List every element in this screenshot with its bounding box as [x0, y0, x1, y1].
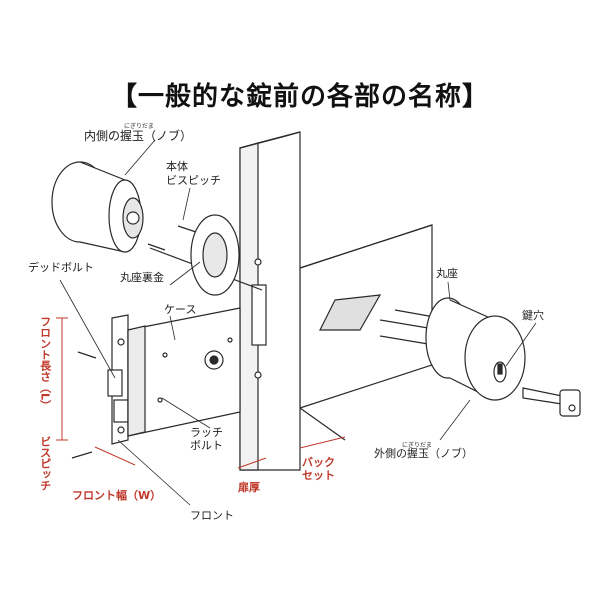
- latch-bolt-label: ラッチ ボルト: [190, 426, 223, 453]
- keyhole-label: 鍵穴: [522, 309, 544, 322]
- door-edge: [239, 131, 301, 471]
- backset-label: バック セット: [302, 456, 335, 483]
- escutcheon-back-label: 丸座裏金: [120, 271, 164, 284]
- inner-knob: [51, 161, 144, 253]
- front-plate: [107, 314, 129, 445]
- deadbolt-label: デッドボルト: [28, 261, 94, 274]
- body-screw-pitch-label: 本体 ビスピッチ: [166, 160, 221, 187]
- key: [522, 387, 581, 417]
- case-label: ケース: [164, 303, 197, 316]
- inner-knob-ruby: にぎりだま: [124, 123, 154, 130]
- inner-knob-label: 内側の握玉（ノブ）: [84, 129, 193, 143]
- leader-lines: [59, 139, 537, 506]
- front-label: フロント: [190, 509, 234, 522]
- escutcheon-back-plate: [190, 214, 240, 296]
- outer-knob: [449, 299, 526, 401]
- door-thickness-label: 扉厚: [238, 481, 260, 494]
- front-width-label: フロント幅（W）: [72, 489, 162, 502]
- front-length-label: フロント長さ（L）: [38, 316, 52, 412]
- screw-pitch-label: ビスピッチ: [38, 436, 52, 491]
- strike-plate: [319, 294, 382, 331]
- diagram-title: 【一般的な錠前の各部の名称】: [110, 82, 489, 112]
- outer-knob-ruby: にぎりだま: [402, 442, 432, 449]
- door-panel: [299, 224, 433, 441]
- lock-case: [127, 307, 241, 437]
- outer-knob-label: 外側の握玉（ノブ）: [374, 447, 473, 460]
- dimension-lines: [56, 317, 346, 469]
- escutcheon-label: 丸座: [436, 267, 458, 280]
